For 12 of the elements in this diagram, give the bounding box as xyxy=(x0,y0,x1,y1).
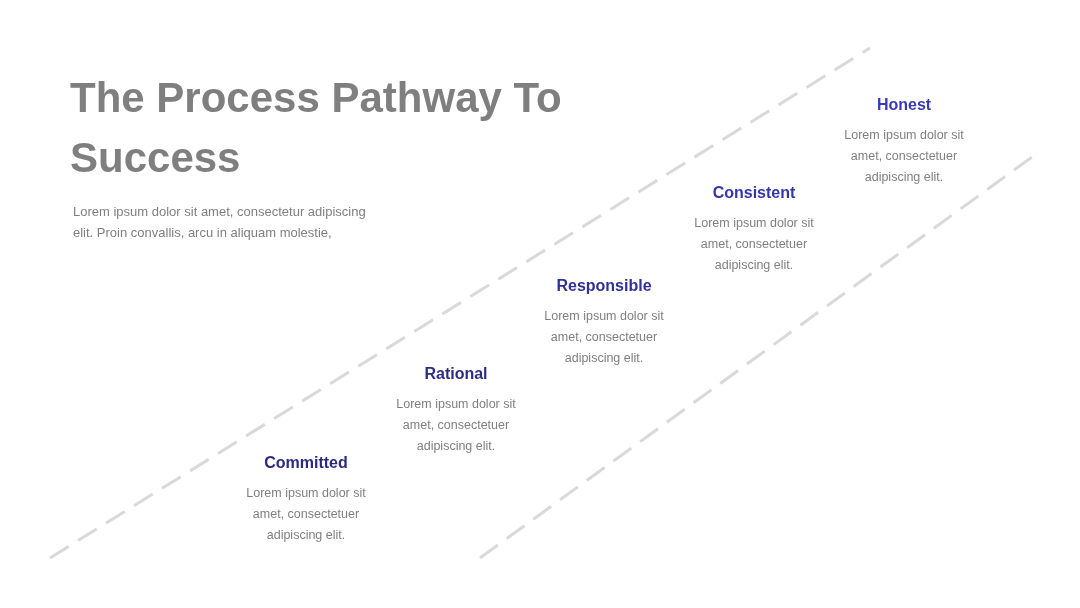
step-heading: Rational xyxy=(424,364,488,384)
step-description: Lorem ipsum dolor sit amet, consectetuer adipiscing elit. xyxy=(843,127,965,186)
step-description: Lorem ipsum dolor sit amet, consectetuer adipiscing elit. xyxy=(693,215,815,274)
step-description: Lorem ipsum dolor sit amet, consectetuer adipiscing elit. xyxy=(395,396,517,455)
step-heading: Committed xyxy=(264,453,348,473)
intro-text: Lorem ipsum dolor sit amet, consectetur adipiscing elit. Proin convallis, arcu in aliquam molestie, xyxy=(73,203,367,242)
step-description: Lorem ipsum dolor sit amet, consectetuer adipiscing elit. xyxy=(543,308,665,367)
slide-title: The Process Pathway To Success xyxy=(70,73,563,183)
step-heading: Consistent xyxy=(712,183,796,203)
step-heading: Honest xyxy=(876,95,932,115)
step-description: Lorem ipsum dolor sit amet, consectetuer adipiscing elit. xyxy=(245,485,367,544)
step-heading: Responsible xyxy=(556,276,652,296)
